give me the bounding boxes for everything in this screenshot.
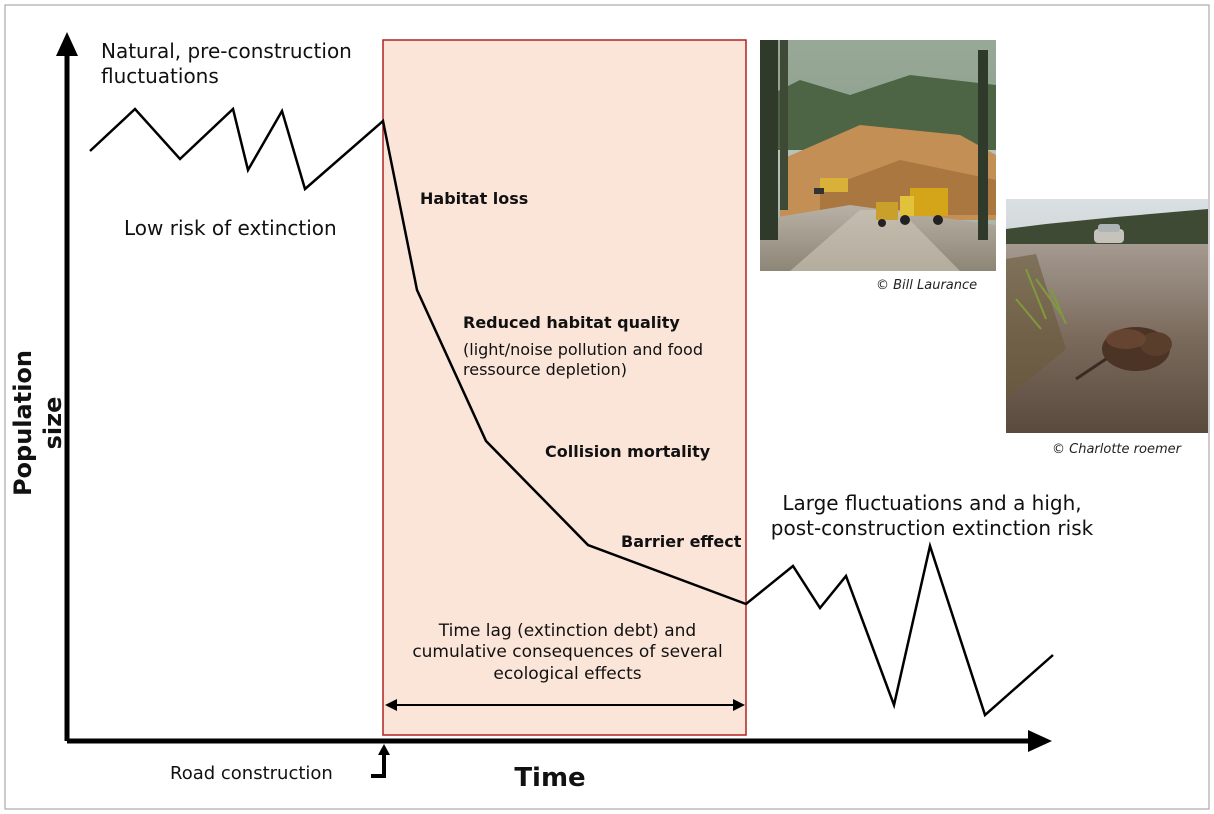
construction-impact-zone: [382, 39, 747, 736]
population-trajectory-line: [89, 106, 1054, 718]
roadkill-photo: [1006, 199, 1208, 433]
road-construction-marker-arrowhead: [378, 744, 390, 755]
photo-credit-roemer: © Charlotte roemer: [1052, 442, 1181, 457]
x-axis-label: Time: [514, 763, 586, 793]
road-construction-label: Road construction: [170, 763, 333, 784]
x-axis-arrowhead: [1028, 730, 1052, 752]
time-lag-arrowhead-right: [733, 699, 745, 711]
habitat-loss-label: Habitat loss: [420, 189, 529, 208]
y-axis-arrowhead: [56, 32, 78, 56]
photo-credit-laurance: © Bill Laurance: [876, 278, 978, 293]
low-risk-label: Low risk of extinction: [124, 216, 337, 240]
road-construction-photo: [760, 40, 996, 271]
time-lag-arrowhead-left: [385, 699, 397, 711]
large-fluctuations-label: Large fluctuations and a high, post-cons…: [770, 491, 1094, 540]
reduced-quality-detail: (light/noise pollution and food ressourc…: [463, 340, 703, 379]
reduced-quality-label: Reduced habitat quality: [463, 313, 680, 332]
y-axis-label: Population size: [9, 349, 67, 497]
figure-border: [4, 4, 1210, 810]
road-construction-marker: [371, 752, 386, 778]
collision-mortality-label: Collision mortality: [545, 442, 711, 461]
natural-fluctuations-label: Natural, pre-construction fluctuations: [101, 39, 352, 88]
time-lag-label: Time lag (extinction debt) and cumulativ…: [412, 621, 723, 684]
barrier-effect-label: Barrier effect: [621, 532, 742, 551]
